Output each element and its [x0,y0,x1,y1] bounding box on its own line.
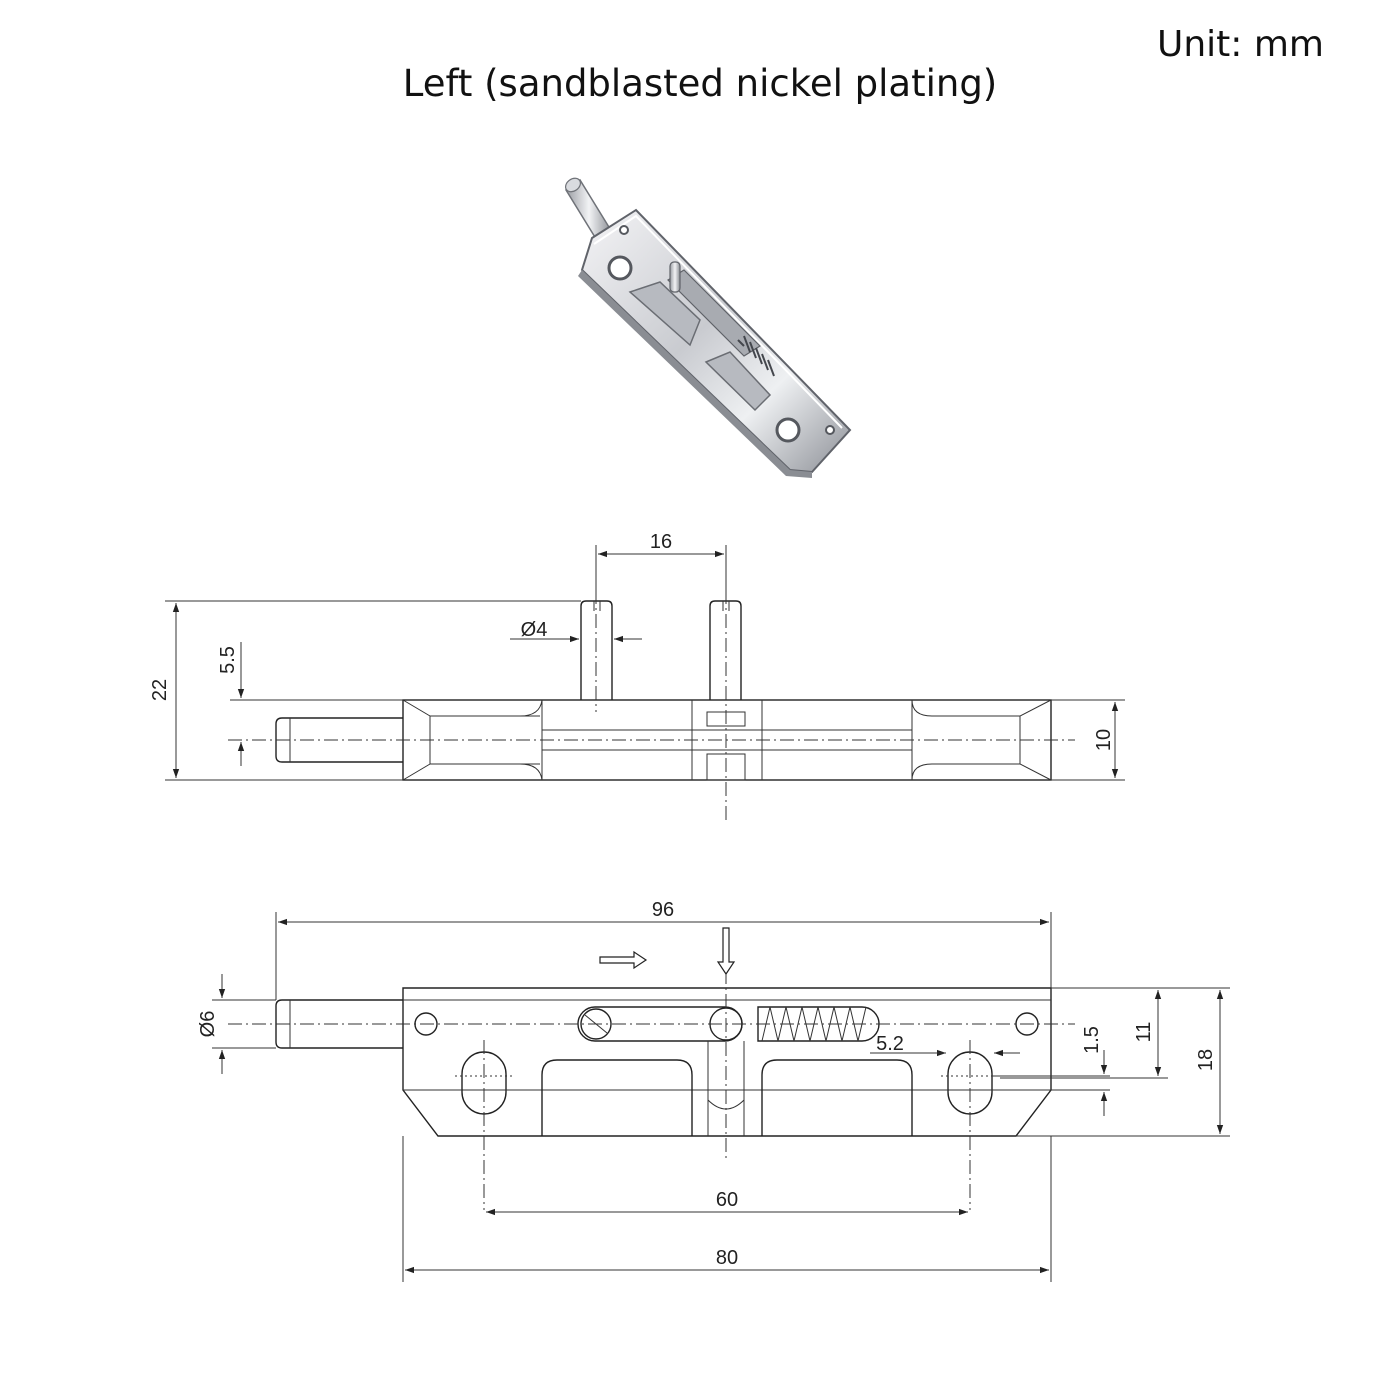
dim-slot-offset: 1.5 [1081,1026,1103,1054]
top-body-outline [402,987,1052,1137]
slide-direction-arrow-icon [599,950,648,970]
unit-label: Unit: mm [1157,24,1324,65]
dim-body-width: 18 [1195,1049,1217,1071]
product-photo [564,177,852,478]
drawing-title: Left (sandblasted nickel plating) [402,62,998,105]
dim-pin-diameter: Ø4 [521,619,548,641]
dim-slot-width: 5.2 [876,1033,904,1055]
dim-body-height: 10 [1093,729,1115,751]
dim-body-length: 80 [716,1247,738,1269]
top-view: 96 Ø6 5.2 1.5 11 18 60 80 [197,899,1230,1282]
dim-hole-spacing: 60 [716,1189,738,1211]
dim-pin-spacing: 16 [650,531,672,553]
dim-offset: 5.5 [217,646,239,674]
press-direction-arrow-icon [716,927,736,976]
side-view: 16 Ø4 22 5.5 10 [149,531,1125,820]
dim-total-height: 22 [149,679,171,701]
dim-center-height: 11 [1133,1022,1155,1043]
dim-total-length: 96 [652,899,674,921]
dim-bolt-diameter: Ø6 [197,1011,219,1038]
